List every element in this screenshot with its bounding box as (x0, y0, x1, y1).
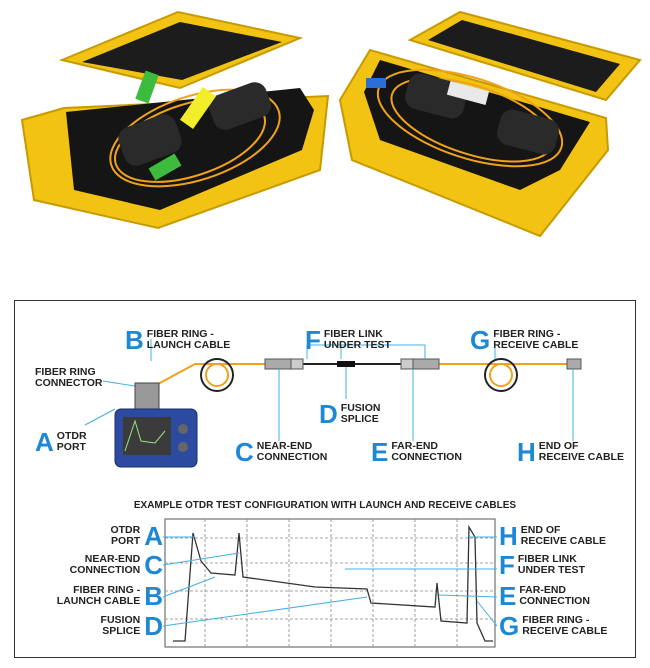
otdr-diagram-panel: B FIBER RING - LAUNCH CABLE F FIBER LINK… (14, 300, 636, 658)
diagram-graphics (84, 339, 582, 648)
letter-H: H (499, 521, 518, 551)
label-text: END OF RECEIVE CABLE (538, 440, 624, 463)
trace-label-E: E FAR-END CONNECTION (499, 583, 590, 609)
connector-label-text: FIBER RING CONNECTOR (35, 366, 103, 389)
splice (337, 361, 355, 367)
trace-label-D: FUSION SPLICE D (101, 613, 163, 639)
end-connector (566, 358, 582, 370)
label-G-receive-cable: G FIBER RING - RECEIVE CABLE (470, 327, 578, 353)
letter-A: A (35, 427, 54, 457)
label-D-fusion-splice: D FUSION SPLICE (319, 401, 380, 427)
trace-label-G: G FIBER RING - RECEIVE CABLE (499, 613, 607, 639)
label-text: OTDR PORT (110, 524, 141, 547)
trace-label-C: NEAR-END CONNECTION C (70, 552, 163, 578)
letter-F: F (305, 325, 321, 355)
label-text: FAR-END CONNECTION (519, 584, 590, 607)
letter-G: G (470, 325, 491, 355)
diagram-caption: EXAMPLE OTDR TEST CONFIGURATION WITH LAU… (133, 500, 517, 511)
label-text: END OF RECEIVE CABLE (520, 524, 606, 547)
letter-C: C (235, 437, 254, 467)
trace-label-A: OTDR PORT A (110, 523, 163, 549)
label-text: FIBER RING - LAUNCH CABLE (146, 328, 231, 351)
label-A-otdr-port: A OTDR PORT (35, 429, 87, 455)
letter-B: B (144, 581, 163, 611)
letter-C: C (144, 550, 163, 580)
letter-D: D (319, 399, 338, 429)
label-C-near-end: C NEAR-END CONNECTION (235, 439, 327, 465)
receive-coil (484, 358, 518, 392)
label-text: FIBER RING - LAUNCH CABLE (56, 584, 141, 607)
letter-A: A (144, 521, 163, 551)
otdr-trace (173, 524, 493, 642)
label-H-end-receive: H END OF RECEIVE CABLE (517, 439, 624, 465)
letter-B: B (125, 325, 144, 355)
right-case (338, 10, 642, 238)
label-fiber-ring-connector: FIBER RING CONNECTOR (35, 367, 102, 389)
label-text: FIBER LINK UNDER TEST (517, 553, 585, 576)
label-text: FIBER RING - RECEIVE CABLE (522, 614, 608, 637)
otdr-device (114, 382, 198, 468)
trace-label-F: F FIBER LINK UNDER TEST (499, 552, 585, 578)
trace-label-B: FIBER RING - LAUNCH CABLE B (57, 583, 163, 609)
left-case (20, 10, 330, 230)
label-text: NEAR-END CONNECTION (256, 440, 328, 463)
label-text: FUSION SPLICE (340, 402, 381, 425)
label-B-launch-cable: B FIBER RING - LAUNCH CABLE (125, 327, 230, 353)
label-text: FIBER RING - RECEIVE CABLE (493, 328, 579, 351)
product-photos (20, 10, 642, 238)
letter-D: D (144, 611, 163, 641)
label-text: NEAR-END CONNECTION (69, 553, 141, 576)
letter-G: G (499, 611, 520, 641)
letter-H: H (517, 437, 536, 467)
label-text: FIBER LINK UNDER TEST (323, 328, 391, 351)
label-text: FAR-END CONNECTION (391, 440, 462, 463)
letter-E: E (499, 581, 517, 611)
label-E-far-end: E FAR-END CONNECTION (371, 439, 462, 465)
label-text: OTDR PORT (56, 430, 87, 453)
letter-E: E (371, 437, 389, 467)
trace-label-H: H END OF RECEIVE CABLE (499, 523, 606, 549)
launch-coil (200, 358, 234, 392)
far-end-connector (400, 358, 414, 370)
otdr-trace-chart (162, 518, 498, 648)
label-F-fiber-link: F FIBER LINK UNDER TEST (305, 327, 391, 353)
near-end-connector (264, 358, 292, 370)
label-text: FUSION SPLICE (100, 614, 141, 637)
letter-F: F (499, 550, 515, 580)
